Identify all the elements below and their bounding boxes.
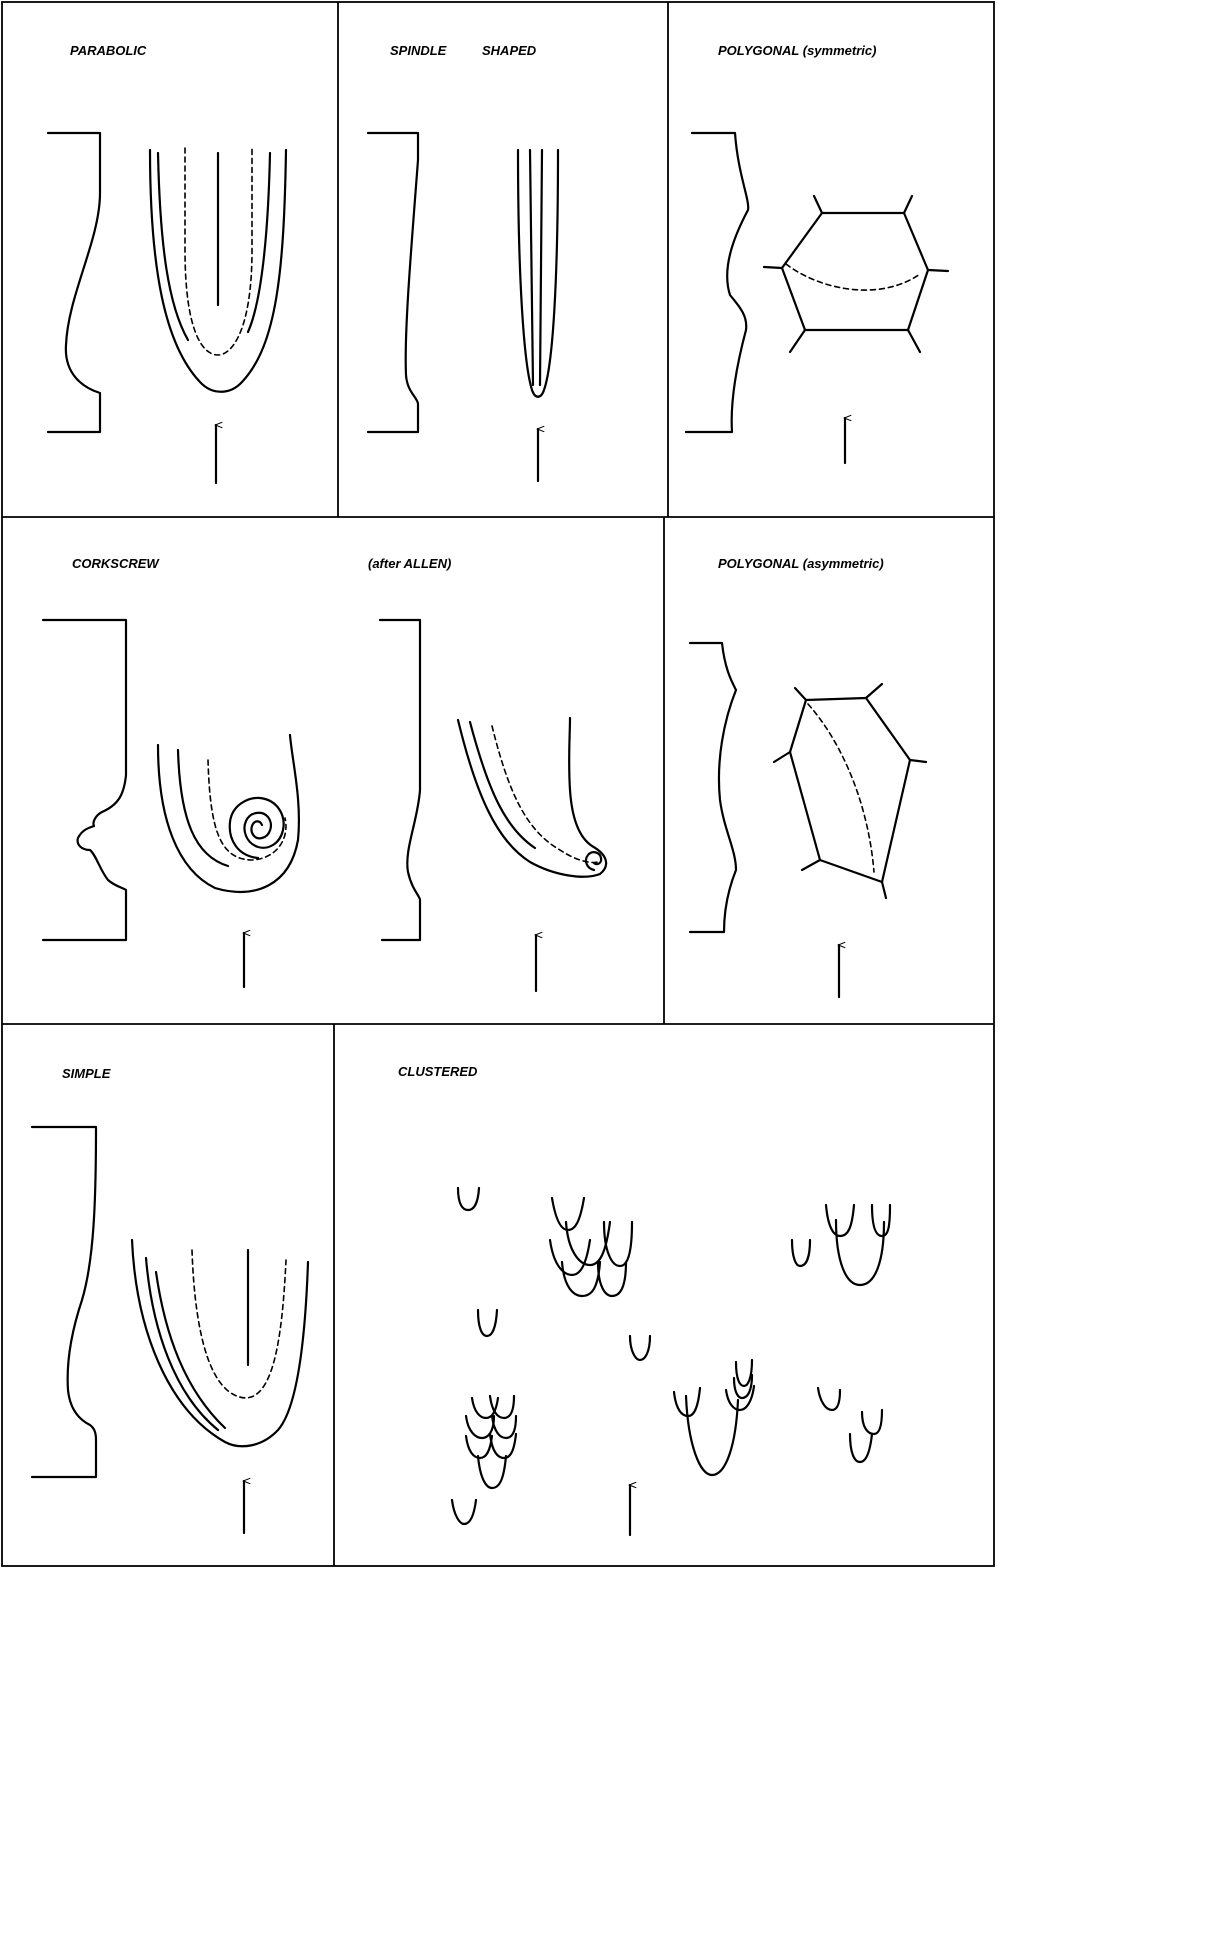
polygonal-symmetric-spurs	[764, 196, 948, 352]
polygonal-asymmetric-dashed-crest	[808, 704, 874, 872]
corkscrew-inner-scour	[178, 750, 228, 866]
spindle-profile	[368, 133, 418, 432]
spindle-inner-left	[530, 150, 533, 385]
panel-parabolic-label: PARABOLIC	[70, 43, 147, 58]
allen-spiral	[586, 852, 601, 870]
panel-corkscrew-after-allen: (after ALLEN)	[368, 556, 606, 991]
allen-outer-scour	[458, 718, 606, 877]
polygonal-symmetric-cell	[782, 213, 928, 330]
parabolic-profile	[48, 133, 100, 432]
panel-polygonal-symmetric-label: POLYGONAL (symmetric)	[718, 43, 876, 58]
simple-profile	[32, 1127, 96, 1477]
panel-clustered-label: CLUSTERED	[398, 1064, 478, 1079]
panel-simple-label: SIMPLE	[62, 1066, 111, 1081]
panel-parabolic: PARABOLIC	[48, 43, 286, 483]
simple-dashed-ridge	[192, 1250, 286, 1398]
flute-mark-morphology-figure: PARABOLIC SPINDLE SHAPED POLYGONAL (symm…	[0, 0, 996, 1568]
panel-simple: SIMPLE	[32, 1066, 308, 1533]
polygonal-symmetric-dashed-crest	[786, 264, 920, 290]
polygonal-asymmetric-profile	[690, 643, 736, 932]
panel-polygonal-symmetric: POLYGONAL (symmetric)	[686, 43, 948, 463]
spindle-outer-scour	[518, 150, 558, 397]
panel-spindle-label: SPINDLE	[390, 43, 447, 58]
allen-inner-scour	[470, 722, 535, 848]
panel-polygonal-asymmetric-label: POLYGONAL (asymmetric)	[718, 556, 884, 571]
corkscrew-profile	[43, 620, 126, 940]
corkscrew-spiral	[230, 798, 284, 858]
clustered-scour-marks	[452, 1188, 890, 1524]
panel-clustered: CLUSTERED	[398, 1064, 890, 1535]
polygonal-asymmetric-cell	[790, 698, 910, 882]
parabolic-inner-scour-left	[158, 153, 188, 340]
polygonal-symmetric-profile	[686, 133, 748, 432]
spindle-inner-right	[540, 150, 542, 385]
panel-after-allen-label: (after ALLEN)	[368, 556, 451, 571]
simple-outer-scour	[132, 1240, 308, 1446]
panel-corkscrew-label: CORKSCREW	[72, 556, 160, 571]
panel-spindle-shaped: SPINDLE SHAPED	[368, 43, 558, 481]
figure-grid	[2, 2, 994, 1566]
panel-spindle-label-2: SHAPED	[482, 43, 537, 58]
panel-polygonal-asymmetric: POLYGONAL (asymmetric)	[690, 556, 926, 997]
simple-inner-scour-2	[156, 1272, 225, 1428]
allen-profile	[380, 620, 420, 940]
panel-corkscrew: CORKSCREW	[43, 556, 299, 987]
